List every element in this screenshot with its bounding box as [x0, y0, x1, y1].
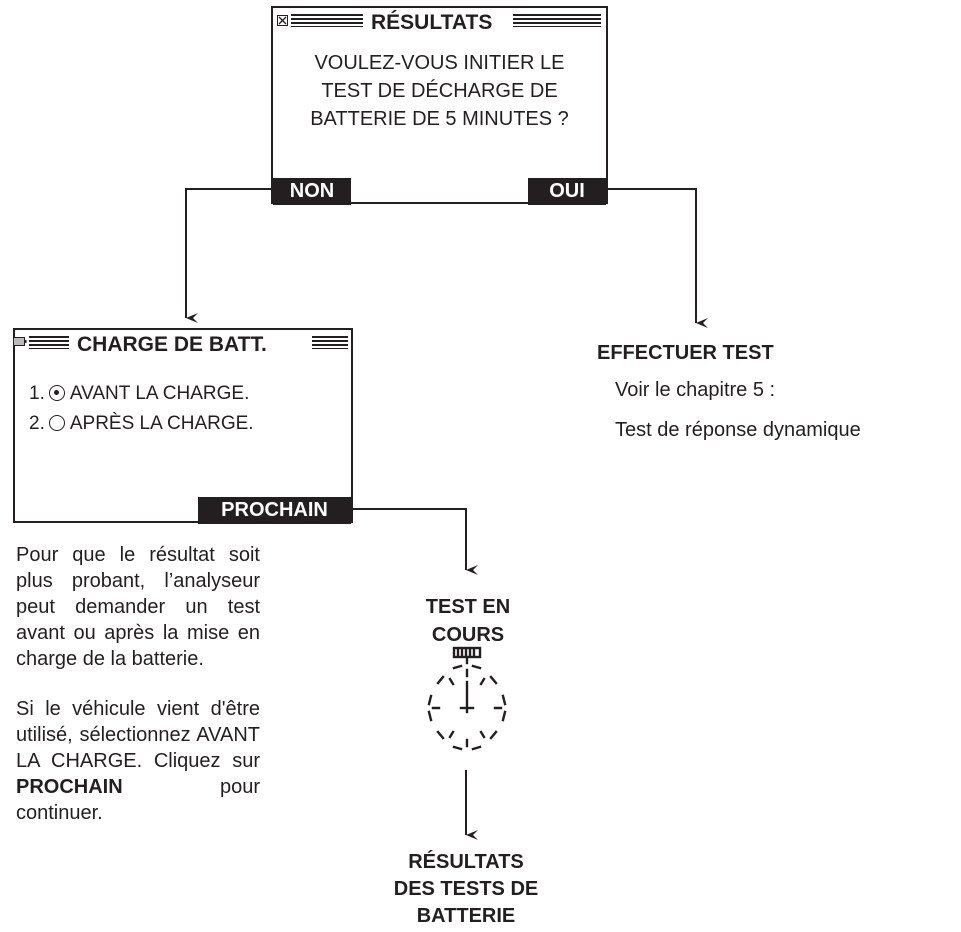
- connector-oui: [606, 188, 708, 328]
- results-message-line-2: TEST DE DÉCHARGE DE: [321, 80, 558, 102]
- option-2-label: APRÈS LA CHARGE.: [69, 413, 254, 434]
- perform-test-chapter: Voir le chapitre 5 :: [615, 379, 776, 401]
- results-message-line-1: VOULEZ-VOUS INITIER LE: [314, 52, 565, 74]
- battery-results-line-1: RÉSULTATS: [408, 851, 524, 873]
- perform-test-heading: EFFECTUER TEST: [597, 342, 774, 364]
- option-1-number: 1.: [29, 383, 45, 404]
- radio-unselected-icon[interactable]: [48, 415, 65, 431]
- option-apres-charge[interactable]: 2. APRÈS LA CHARGE.: [29, 412, 254, 436]
- test-in-progress-line-2: COURS: [431, 624, 505, 646]
- explanation-paragraph-2-start: Si le véhicule vient d'être utilisé, sél…: [16, 698, 260, 772]
- title-lines-right: [513, 14, 601, 27]
- explanation-paragraph-2: Si le véhicule vient d'être utilisé, sél…: [16, 696, 260, 826]
- charge-title-lines-left: [29, 336, 69, 349]
- option-2-number: 2.: [29, 413, 45, 434]
- perform-test-title: Test de réponse dynamique: [615, 419, 861, 441]
- charge-title: CHARGE DE BATT.: [71, 333, 273, 357]
- charge-title-bar: CHARGE DE BATT.: [13, 330, 351, 360]
- charge-screen: CHARGE DE BATT. 1. AVANT LA CHARGE. 2. APR…: [13, 328, 353, 524]
- explanation-paragraph-1: Pour que le résultat soit plus probant, …: [16, 544, 260, 670]
- prochain-button[interactable]: PROCHAIN: [198, 497, 351, 524]
- battery-icon: [13, 333, 27, 346]
- results-message-line-3: BATTERIE DE 5 MINUTES ?: [310, 108, 569, 130]
- connector-prochain: [352, 508, 478, 575]
- option-avant-charge[interactable]: 1. AVANT LA CHARGE.: [29, 382, 249, 406]
- radio-selected-icon[interactable]: [48, 385, 65, 401]
- explanation-paragraph-2-end: pour continuer.: [16, 776, 260, 824]
- oui-button[interactable]: OUI: [528, 178, 606, 205]
- option-1-label: AVANT LA CHARGE.: [69, 383, 250, 404]
- charge-title-lines-right: [312, 336, 348, 349]
- results-title-bar: RÉSULTATS: [273, 8, 606, 38]
- battery-results-line-2: DES TESTS DE: [393, 878, 539, 900]
- explanation-prochain-bold: PROCHAIN: [16, 776, 123, 798]
- close-box-icon: [277, 13, 288, 26]
- stopwatch-icon: [427, 646, 507, 751]
- connector-non: [185, 188, 272, 323]
- battery-results-line-3: BATTERIE: [416, 905, 516, 927]
- results-screen: RÉSULTATS VOULEZ-VOUS INITIER LE TEST DE…: [271, 6, 608, 205]
- results-title: RÉSULTATS: [365, 11, 499, 35]
- title-lines-left: [291, 14, 363, 27]
- test-in-progress-line-1: TEST EN: [425, 596, 511, 618]
- non-button[interactable]: NON: [273, 178, 351, 205]
